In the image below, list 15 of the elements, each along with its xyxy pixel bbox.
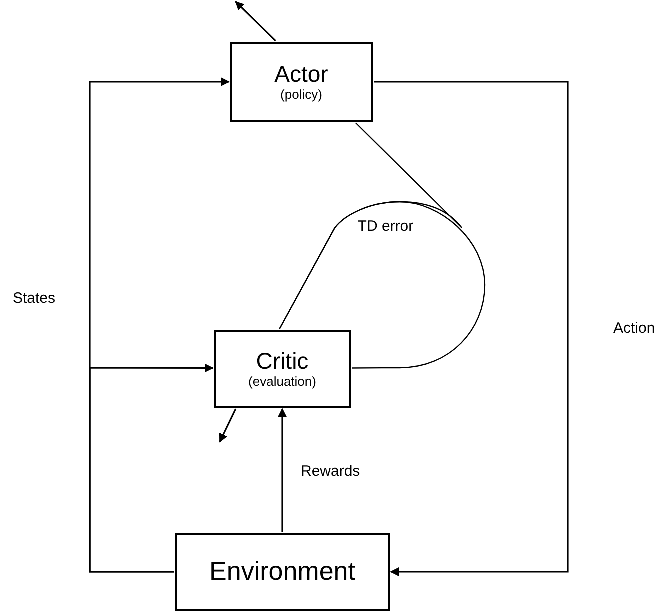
arrow [89,364,214,573]
node-title: Actor [274,60,328,88]
output-arrow [235,1,276,42]
connector-line [279,201,486,369]
edge-label: TD error [356,218,415,235]
node-title: Environment [210,557,356,587]
output-arrow [219,408,237,443]
process-box [175,533,390,611]
process-box [230,42,373,122]
node-title: Critic [256,348,309,374]
arrow [374,81,569,576]
node-subtitle: (evaluation) [248,374,316,390]
process-box [214,330,351,408]
node-subtitle: (policy) [280,87,322,104]
arrow [278,408,287,532]
